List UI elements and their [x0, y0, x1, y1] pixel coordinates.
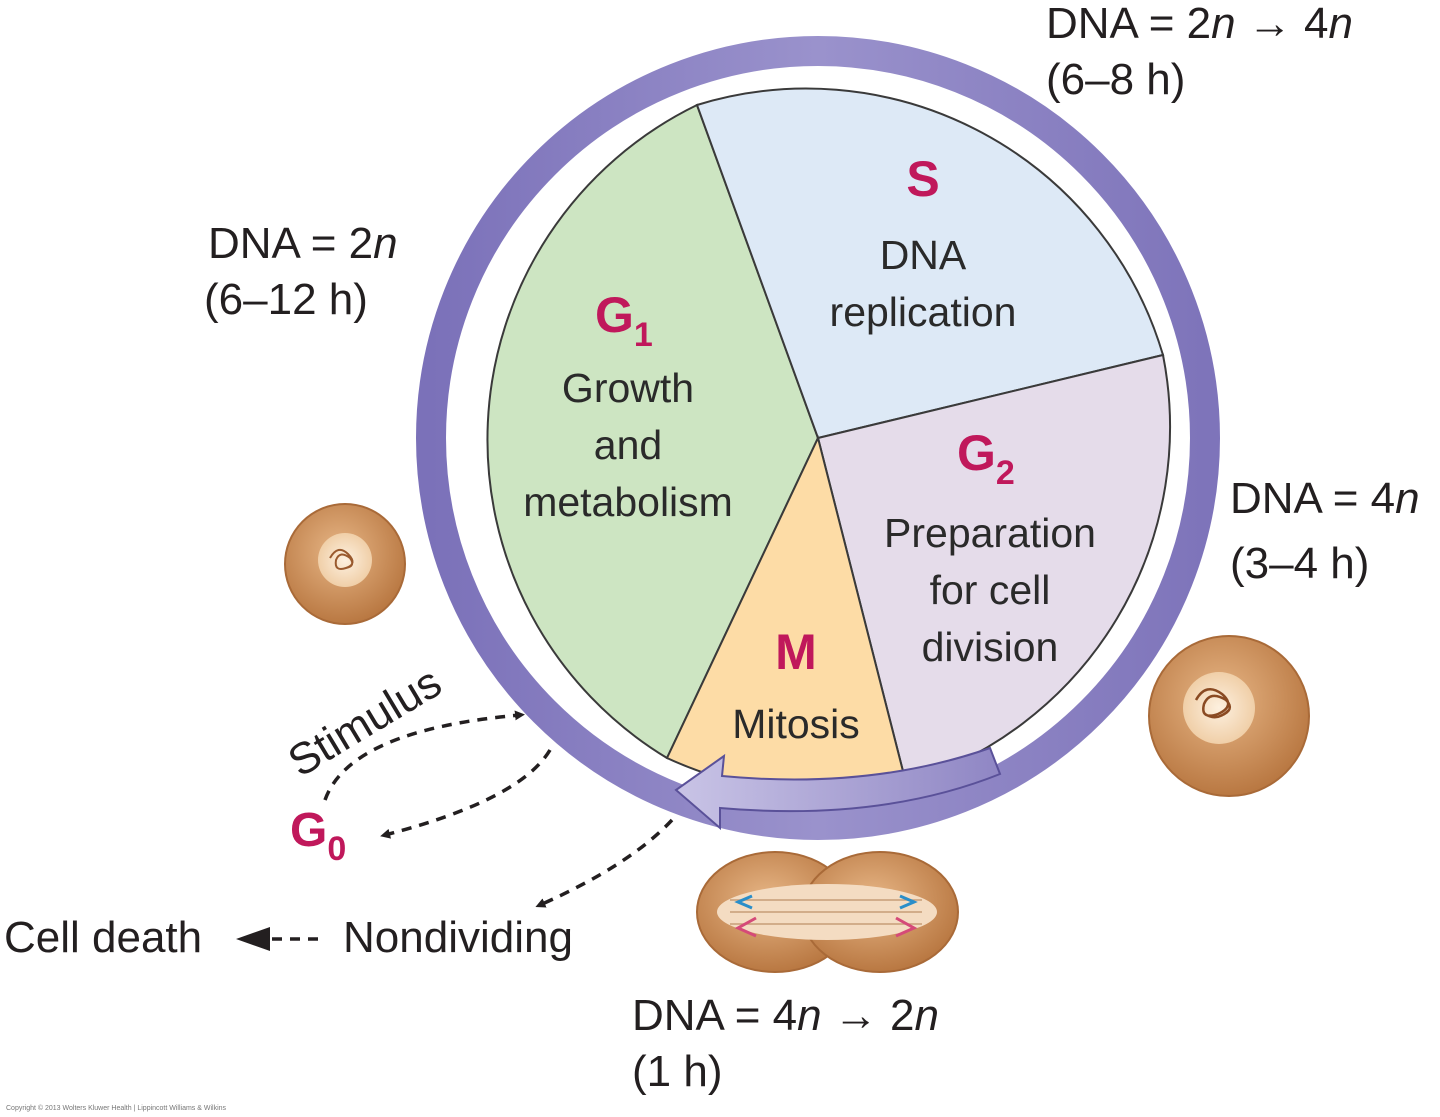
dividing-cell-icon	[696, 851, 959, 973]
nondividing-label: Nondividing	[343, 913, 573, 962]
svg-text:(1 h): (1 h)	[632, 1047, 722, 1096]
cycle-ring	[416, 36, 1220, 840]
g1-sector	[486, 103, 820, 760]
svg-text:DNA = 4n: DNA = 4n	[1230, 474, 1420, 523]
g2-desc-line: for cell	[930, 567, 1051, 613]
g1-title: G1	[595, 287, 653, 354]
g0-label: G0	[290, 804, 346, 868]
s-description: DNA replication	[830, 232, 1017, 335]
stimulus-label: Stimulus	[280, 658, 450, 787]
m-title: M	[775, 624, 817, 680]
to-g0-arrow	[380, 749, 552, 839]
g1-description: Growth and metabolism	[523, 365, 733, 525]
dna-label-s: DNA = 2n → 4n (6–8 h)	[1046, 0, 1353, 104]
copyright-text: Copyright © 2013 Wolters Kluwer Health |…	[6, 1104, 227, 1112]
g2-description: Preparation for cell division	[884, 510, 1096, 670]
g2-desc-line: division	[922, 624, 1059, 670]
dna-label-g1: DNA = 2n (6–12 h)	[204, 219, 398, 324]
svg-text:(6–12 h): (6–12 h)	[204, 275, 368, 324]
g2-title: G2	[957, 425, 1015, 492]
g1-desc-line: and	[594, 422, 662, 468]
svg-text:DNA = 2n: DNA = 2n	[208, 219, 398, 268]
to-nondividing-arrow	[535, 818, 674, 908]
svg-text:DNA = 2n → 4n: DNA = 2n → 4n	[1046, 0, 1353, 48]
g1-cell-icon	[284, 503, 406, 625]
s-desc-line: DNA	[880, 232, 967, 278]
s-title: S	[906, 151, 939, 207]
g2-desc-line: Preparation	[884, 510, 1096, 556]
m-desc-line: Mitosis	[732, 701, 860, 747]
dna-label-m: DNA = 4n → 2n (1 h)	[632, 991, 939, 1096]
m-description: Mitosis	[732, 701, 860, 747]
svg-text:(3–4 h): (3–4 h)	[1230, 539, 1369, 588]
dna-label-g2: DNA = 4n (3–4 h)	[1230, 474, 1420, 588]
stimulus-arrow	[323, 710, 525, 801]
to-cell-death-arrowhead	[236, 927, 270, 951]
g1-desc-line: Growth	[562, 365, 694, 411]
svg-text:DNA = 4n → 2n: DNA = 4n → 2n	[632, 991, 939, 1040]
s-sector	[695, 87, 1165, 440]
cycle-arrow	[674, 746, 1002, 831]
svg-text:(6–8 h): (6–8 h)	[1046, 55, 1185, 104]
g2-cell-icon	[1148, 635, 1310, 797]
g1-desc-line: metabolism	[523, 479, 733, 525]
cell-death-label: Cell death	[4, 913, 202, 962]
s-desc-line: replication	[830, 289, 1017, 335]
